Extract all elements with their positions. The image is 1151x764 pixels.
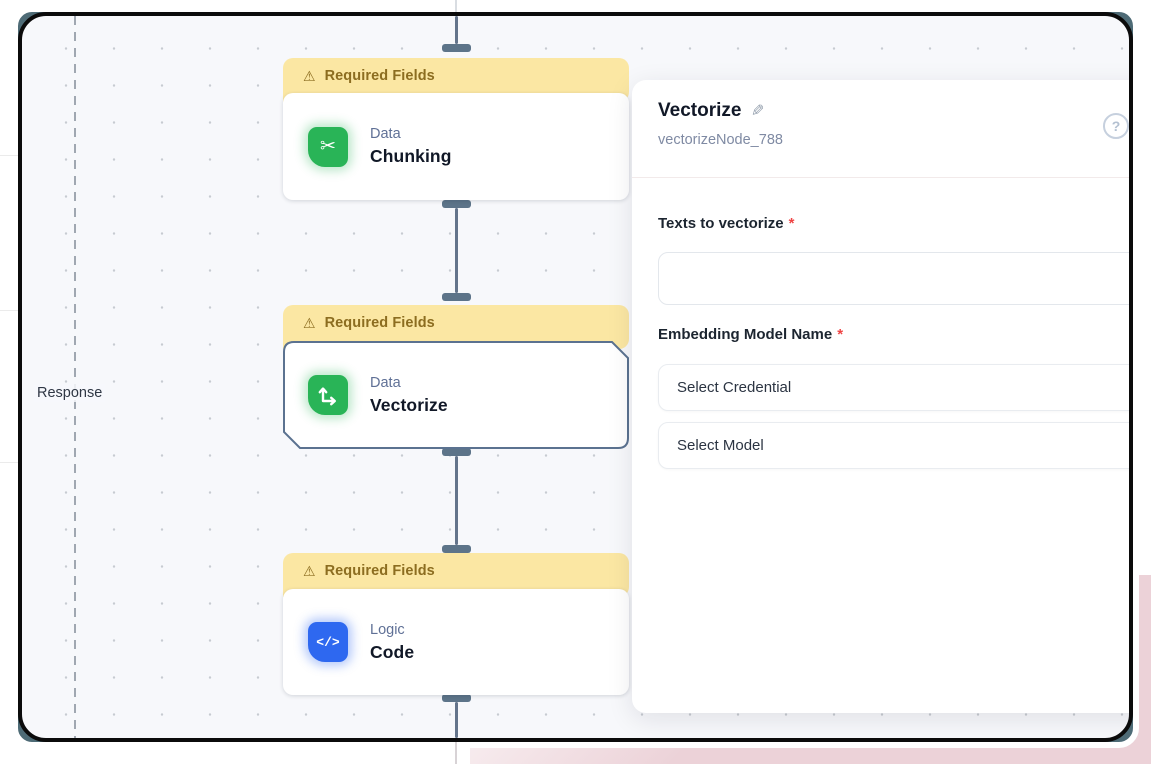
chunking-output-handle[interactable] bbox=[442, 200, 471, 208]
axes-icon bbox=[308, 375, 348, 415]
panel-divider bbox=[632, 177, 1129, 178]
node-card-code[interactable]: </> Logic Code bbox=[283, 589, 629, 695]
edge-continuation-top bbox=[455, 0, 457, 12]
warning-icon: ⚠ bbox=[303, 315, 316, 331]
node-category: Logic bbox=[370, 621, 405, 638]
node-chunking[interactable]: ⚠ Required Fields ✂ Data Chunking bbox=[283, 58, 629, 200]
vectorize-output-handle[interactable] bbox=[442, 448, 471, 456]
response-guide-line bbox=[74, 16, 76, 738]
code-icon: </> bbox=[308, 622, 348, 662]
edit-title-icon[interactable]: ✎ bbox=[751, 103, 765, 120]
vectorize-input-handle[interactable] bbox=[442, 293, 471, 301]
node-card-chunking[interactable]: ✂ Data Chunking bbox=[283, 93, 629, 200]
background-divider bbox=[0, 155, 18, 156]
edge-continuation-bottom bbox=[455, 742, 457, 764]
node-title: Vectorize bbox=[370, 394, 448, 415]
node-card-vectorize[interactable]: Data Vectorize bbox=[283, 341, 629, 449]
texts-to-vectorize-input[interactable] bbox=[658, 252, 1129, 305]
select-model-dropdown[interactable]: Select Model bbox=[658, 422, 1129, 469]
chunking-input-handle[interactable] bbox=[442, 44, 471, 52]
workflow-canvas[interactable]: Response ⚠ Required Fields ✂ Data Chunki… bbox=[18, 12, 1133, 742]
banner-label: Required Fields bbox=[324, 563, 435, 579]
node-id: vectorizeNode_788 bbox=[658, 132, 783, 148]
panel-title: Vectorize bbox=[658, 100, 742, 121]
embedding-model-name-label: Embedding Model Name* bbox=[658, 326, 844, 343]
texts-to-vectorize-label: Texts to vectorize* bbox=[658, 215, 795, 232]
vectorize-config-panel: Vectorize ✎ vectorizeNode_788 ? Texts to… bbox=[632, 80, 1129, 713]
warning-icon: ⚠ bbox=[303, 563, 316, 579]
required-asterisk: * bbox=[837, 326, 844, 343]
edge-vectorize-code bbox=[455, 456, 458, 545]
background-divider bbox=[0, 310, 18, 311]
node-category: Data bbox=[370, 374, 401, 391]
node-category: Data bbox=[370, 126, 401, 142]
code-input-handle[interactable] bbox=[442, 545, 471, 553]
edge-chunking-vectorize bbox=[455, 208, 458, 293]
node-title: Code bbox=[370, 641, 415, 662]
node-code[interactable]: ⚠ Required Fields </> Logic Code bbox=[283, 553, 629, 695]
node-title: Chunking bbox=[370, 146, 452, 166]
banner-label: Required Fields bbox=[324, 315, 435, 331]
required-asterisk: * bbox=[788, 215, 795, 232]
node-vectorize[interactable]: ⚠ Required Fields Data Vectorize bbox=[283, 305, 629, 449]
edge-into-chunking bbox=[455, 16, 458, 44]
warning-icon: ⚠ bbox=[303, 68, 316, 84]
banner-label: Required Fields bbox=[324, 68, 435, 84]
select-credential-dropdown[interactable]: Select Credential bbox=[658, 364, 1129, 411]
scissors-icon: ✂ bbox=[308, 126, 348, 167]
code-output-handle[interactable] bbox=[442, 694, 471, 702]
background-divider bbox=[0, 462, 18, 463]
edge-out-of-code bbox=[455, 702, 458, 738]
help-icon[interactable]: ? bbox=[1103, 113, 1129, 139]
response-label: Response bbox=[34, 384, 106, 402]
selected-node-border bbox=[283, 341, 629, 449]
